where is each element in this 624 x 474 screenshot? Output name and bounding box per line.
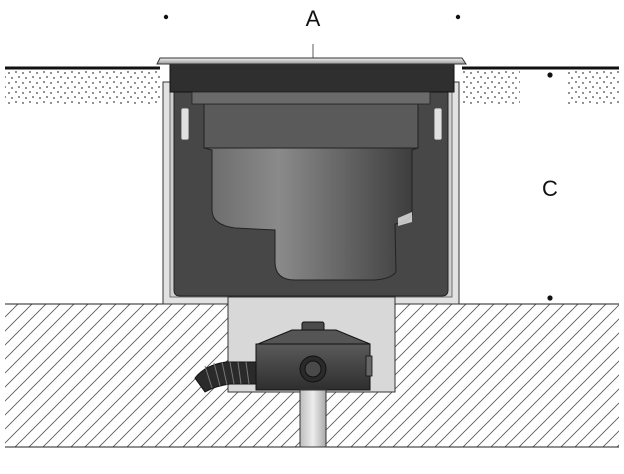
label-c: C [542,176,558,201]
junction-box [255,321,373,391]
gravel-layer [5,70,619,105]
cover-lid [156,57,467,65]
soil-layer [5,303,619,448]
label-a: A [306,6,321,31]
dimension-markers [163,14,553,301]
top-collar [169,63,455,105]
drain-pipe [299,389,327,448]
lamp-body [203,103,419,281]
